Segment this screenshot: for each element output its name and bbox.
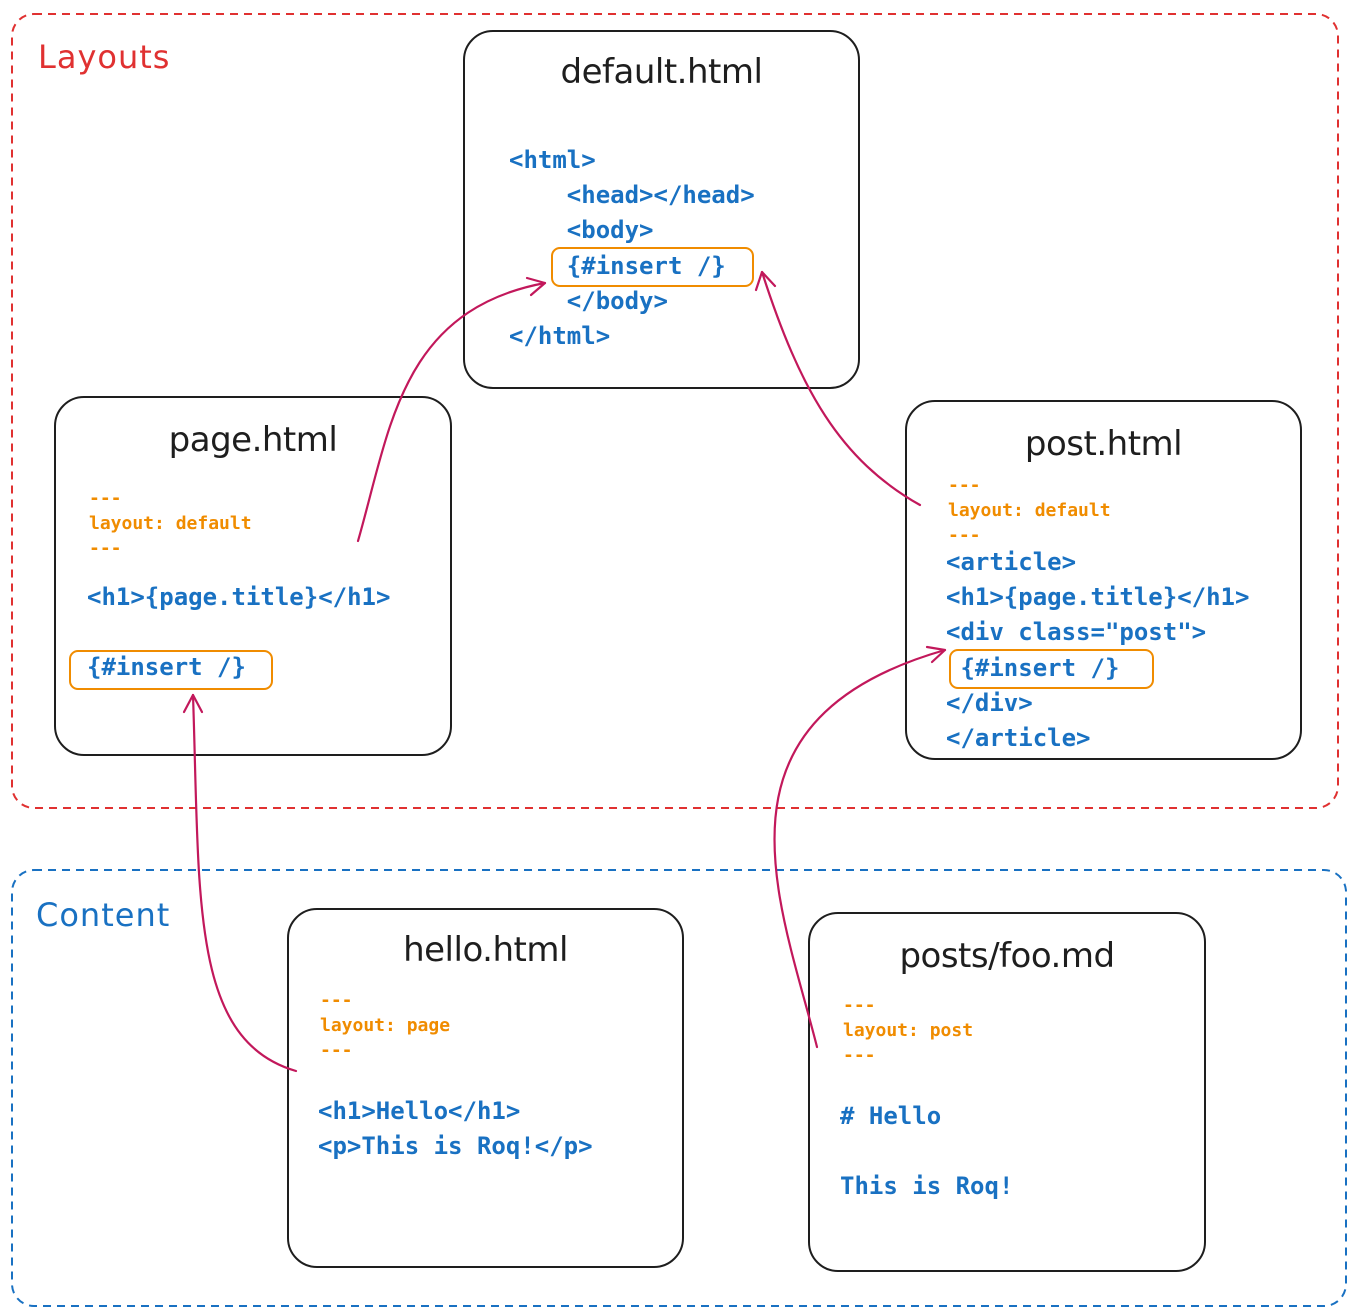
- code-line: <head></head>: [509, 181, 755, 209]
- frontmatter-line: ---: [948, 525, 981, 546]
- code-line: </html>: [509, 322, 611, 350]
- frontmatter-line: layout: default: [948, 500, 1111, 521]
- code-line-insert: {#insert /}: [946, 654, 1120, 682]
- code-line: </body>: [509, 287, 668, 315]
- frontmatter-line: layout: post: [843, 1020, 974, 1041]
- code-line-insert: {#insert /}: [87, 653, 246, 681]
- frontmatter-line: layout: page: [320, 1015, 451, 1036]
- card-title: default.html: [560, 52, 763, 92]
- code-line: <body>: [509, 216, 654, 244]
- frontmatter-line: ---: [843, 995, 876, 1016]
- post-html-card: post.html --- layout: default --- <artic…: [905, 400, 1302, 760]
- code-line: <html>: [509, 146, 596, 174]
- code-line: </div>: [946, 689, 1033, 717]
- code-line: <h1>{page.title}</h1>: [946, 583, 1250, 611]
- code-line: <h1>Hello</h1>: [318, 1097, 521, 1125]
- hello-html-card: hello.html --- layout: page --- <h1>Hell…: [287, 908, 684, 1268]
- foo-md-card: posts/foo.md --- layout: post --- # Hell…: [808, 912, 1206, 1272]
- content-group-frame: [11, 869, 1347, 1307]
- insert-highlight: [949, 649, 1154, 689]
- content-group-label: Content: [36, 896, 171, 934]
- insert-highlight: [69, 650, 273, 690]
- frontmatter-line: layout: default: [89, 513, 252, 534]
- frontmatter-line: ---: [89, 538, 122, 559]
- code-line-insert: {#insert /}: [509, 252, 726, 280]
- code-line: <h1>{page.title}</h1>: [87, 583, 391, 611]
- default-html-card: default.html <html> <head></head> <body>…: [463, 30, 860, 389]
- code-line: <p>This is Roq!</p>: [318, 1132, 593, 1160]
- frontmatter-line: ---: [89, 488, 122, 509]
- frontmatter-line: ---: [843, 1045, 876, 1066]
- frontmatter-line: ---: [948, 475, 981, 496]
- code-line: This is Roq!: [840, 1172, 1014, 1200]
- code-line: # Hello: [840, 1102, 942, 1130]
- code-line: <div class="post">: [946, 618, 1207, 646]
- card-title: posts/foo.md: [899, 936, 1115, 976]
- page-html-card: page.html --- layout: default --- <h1>{p…: [54, 396, 452, 756]
- insert-highlight: [551, 247, 754, 287]
- frontmatter-line: ---: [320, 990, 353, 1011]
- code-line: <article>: [946, 548, 1077, 576]
- card-title: post.html: [1024, 424, 1183, 464]
- layouts-group-label: Layouts: [38, 38, 171, 76]
- frontmatter-line: ---: [320, 1040, 353, 1061]
- code-line: </article>: [946, 724, 1091, 752]
- card-title: page.html: [168, 420, 338, 460]
- card-title: hello.html: [403, 930, 568, 970]
